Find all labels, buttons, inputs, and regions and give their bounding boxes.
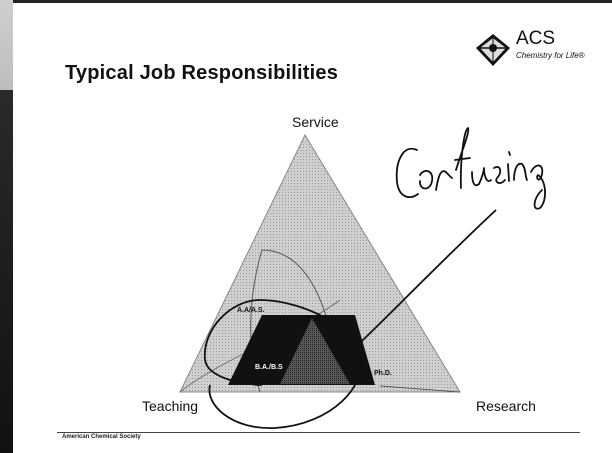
vertex-research: Research — [476, 398, 536, 414]
label-ba-bs: B.A./B.S — [255, 364, 283, 371]
logo-tagline: Chemistry for Life® — [516, 51, 585, 60]
bottom-rule — [57, 432, 580, 433]
acs-logo: ACS Chemistry for Life® — [474, 28, 594, 70]
logo-name: ACS — [516, 28, 556, 49]
research-line — [379, 385, 461, 393]
slide-title: Typical Job Responsibilities — [65, 62, 339, 84]
vertex-teaching: Teaching — [142, 398, 199, 414]
acs-emblem-icon — [476, 34, 510, 66]
slide-left-strip — [0, 0, 13, 453]
label-aa-as: A.A/A.S. — [237, 307, 265, 314]
label-phd: Ph.D. — [374, 370, 392, 377]
top-rule — [13, 0, 612, 3]
footer: American Chemical Society — [62, 434, 141, 440]
vertex-service: Service — [292, 114, 339, 130]
